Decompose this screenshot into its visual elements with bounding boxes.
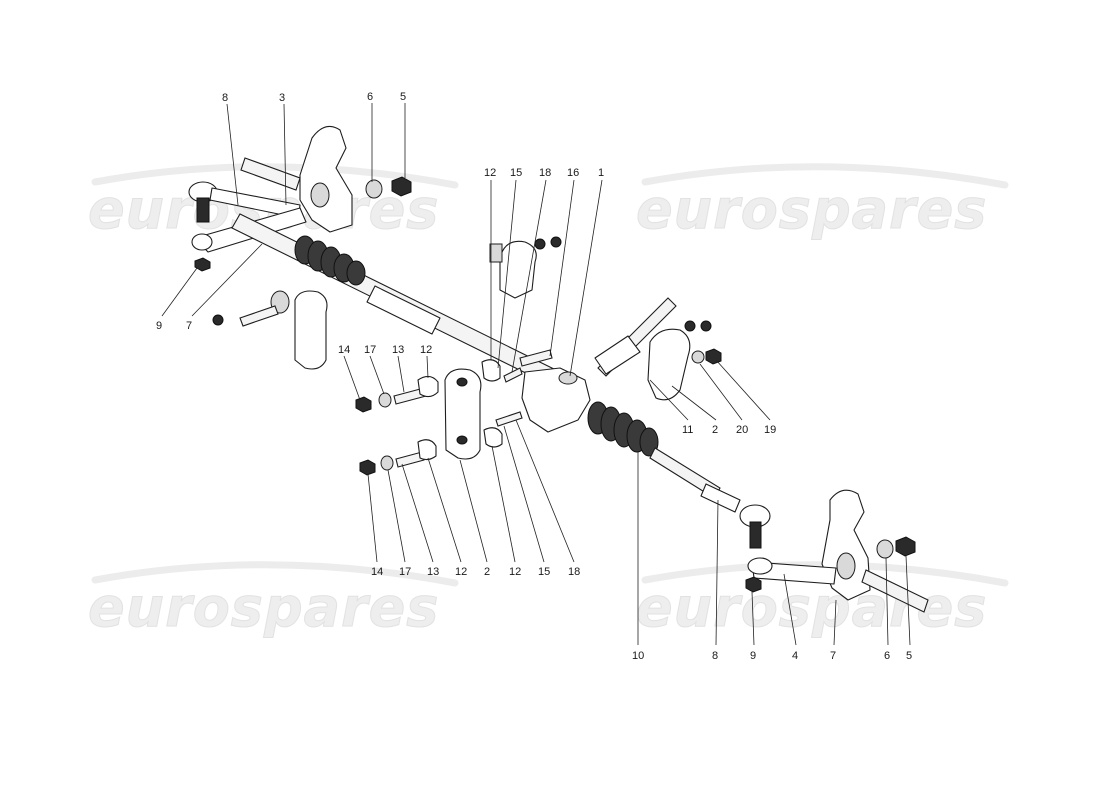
clamp-left <box>212 290 328 370</box>
pinion-housing-cap <box>558 371 578 385</box>
callout-1: 1 <box>598 167 604 179</box>
callout-2-right: 2 <box>712 424 718 436</box>
lower-right-assembly <box>745 489 929 613</box>
callout-18-top: 18 <box>539 167 551 179</box>
watermark-top-right: eurospares <box>636 178 987 241</box>
nut-14-lower <box>359 459 376 476</box>
bush-12-center-upper <box>481 359 501 382</box>
callouts-left-clamp-upper: 14 17 13 12 <box>338 344 432 356</box>
washer-17-upper <box>378 392 392 408</box>
callout-5-upper: 5 <box>400 91 406 103</box>
callout-7-lower: 7 <box>830 650 836 662</box>
callout-20: 20 <box>736 424 748 436</box>
callout-12-upper: 12 <box>420 344 432 356</box>
watermark-bottom-left: eurospares <box>88 576 439 639</box>
bush-12-upper <box>417 375 439 398</box>
clamp-plate-center <box>444 368 482 460</box>
callout-9-upper: 9 <box>156 320 162 332</box>
callout-13-lower: 13 <box>427 566 439 578</box>
callouts-left-clamp-lower: 14 17 13 12 2 12 15 18 <box>371 566 580 578</box>
callout-8-upper: 8 <box>222 92 228 104</box>
bolt-13-lower <box>395 451 425 468</box>
callout-9-lower: 9 <box>750 650 756 662</box>
callout-10: 10 <box>632 650 644 662</box>
callouts-upper-left: 8 3 6 5 9 7 <box>156 91 406 332</box>
callout-6-lower: 6 <box>884 650 890 662</box>
callout-6-upper: 6 <box>367 91 373 103</box>
washer-6-left <box>365 179 383 199</box>
callout-16: 16 <box>567 167 579 179</box>
callout-12-lower-a: 12 <box>455 566 467 578</box>
bolt-stack-lower <box>359 439 437 476</box>
callout-18-lower: 18 <box>568 566 580 578</box>
nut-14-upper <box>355 396 372 413</box>
steering-knuckle-left <box>299 125 353 233</box>
stud-18 <box>503 367 523 383</box>
leader-lines <box>161 103 911 646</box>
center-bushes <box>481 349 553 448</box>
callouts-center-top: 12 15 18 16 1 <box>484 167 604 179</box>
washer-20 <box>691 350 705 364</box>
callout-12-lower-b: 12 <box>509 566 521 578</box>
callout-3: 3 <box>279 92 285 104</box>
bolt-stack-upper <box>355 375 439 413</box>
steering-rack <box>231 213 771 549</box>
callout-19: 19 <box>764 424 776 436</box>
nut-9-left <box>194 257 211 272</box>
callout-11: 11 <box>682 424 693 436</box>
rack-housing <box>366 285 441 335</box>
stud-15 <box>495 411 523 427</box>
callout-13-upper: 13 <box>392 344 404 356</box>
callout-7-upper: 7 <box>186 320 192 332</box>
bush-12-lower <box>417 439 437 461</box>
rack-boot-left <box>294 235 366 286</box>
callout-12-top: 12 <box>484 167 496 179</box>
callout-14-upper: 14 <box>338 344 350 356</box>
callouts-rack-end: 10 <box>632 650 644 662</box>
callout-14-lower: 14 <box>371 566 383 578</box>
watermark-group: eurospares eurospares eurospares eurospa… <box>88 163 1009 640</box>
right-mid-assembly <box>594 297 722 401</box>
bolt-16 <box>519 349 553 367</box>
clamp-center <box>444 368 482 460</box>
callouts-lower-right: 8 9 4 7 6 5 <box>712 650 912 662</box>
washer-6-right <box>876 539 894 559</box>
callout-17-upper: 17 <box>364 344 376 356</box>
clamp-upper <box>489 236 562 299</box>
callout-17-lower: 17 <box>399 566 411 578</box>
callout-5-lower: 5 <box>906 650 912 662</box>
washer-17-lower <box>380 455 394 471</box>
nut-5-right <box>895 536 916 557</box>
bush-12-center-lower <box>483 427 503 448</box>
clamp-plate-left <box>294 290 328 370</box>
callout-15-lower: 15 <box>538 566 550 578</box>
callout-8-lower: 8 <box>712 650 718 662</box>
callout-4: 4 <box>792 650 798 662</box>
pinion-housing <box>521 367 591 433</box>
callouts-right-mid: 11 2 20 19 <box>682 424 776 436</box>
adjusting-sleeve-right <box>700 483 741 513</box>
callout-15-top: 15 <box>510 167 522 179</box>
rack-boot-right <box>587 401 659 457</box>
universal-joint <box>594 335 641 375</box>
watermark-bottom-right: eurospares <box>636 576 987 639</box>
nut-5-left <box>391 176 412 197</box>
clamp-half-11 <box>647 328 691 401</box>
nut-19 <box>705 348 722 365</box>
nut-9-right <box>745 576 762 593</box>
callout-2-lower: 2 <box>484 566 490 578</box>
